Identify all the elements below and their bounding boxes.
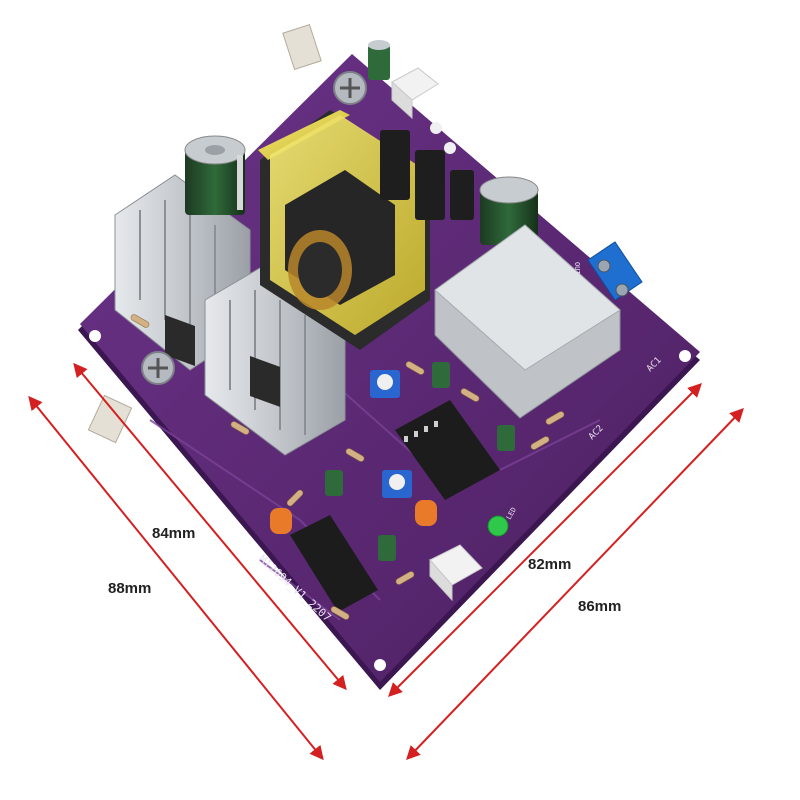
mount-hole bbox=[89, 330, 101, 342]
heatsink-right bbox=[434, 224, 621, 419]
ac-input-terminal-top bbox=[282, 23, 367, 105]
electrolytic-capacitor bbox=[184, 135, 246, 215]
ceramic-capacitor bbox=[415, 500, 437, 526]
trimpot bbox=[389, 474, 405, 490]
rectifier-diodes bbox=[380, 122, 474, 220]
dim-arrow-88mm bbox=[28, 395, 324, 761]
ceramic-capacitor bbox=[270, 508, 292, 534]
output-terminal-block bbox=[587, 241, 643, 301]
dimension-label-86mm: 86mm bbox=[578, 598, 622, 615]
small-capacitor bbox=[497, 425, 515, 451]
status-led bbox=[487, 515, 509, 537]
trimpot bbox=[377, 374, 393, 390]
power-transistor bbox=[165, 315, 195, 366]
small-capacitor bbox=[368, 40, 390, 80]
dimension-arrows bbox=[28, 362, 744, 761]
dim-arrow-86mm bbox=[406, 407, 744, 761]
mount-hole bbox=[374, 659, 386, 671]
dimension-label-82mm: 82mm bbox=[528, 556, 572, 573]
dimension-label-84mm: 84mm bbox=[152, 525, 196, 542]
label-out: OUT bbox=[573, 262, 581, 275]
small-capacitor bbox=[325, 470, 343, 496]
jst-connector-top bbox=[391, 67, 439, 120]
small-capacitor bbox=[432, 362, 450, 388]
small-capacitor bbox=[378, 535, 396, 561]
mount-hole bbox=[679, 350, 691, 362]
dimension-label-88mm: 88mm bbox=[108, 580, 152, 597]
